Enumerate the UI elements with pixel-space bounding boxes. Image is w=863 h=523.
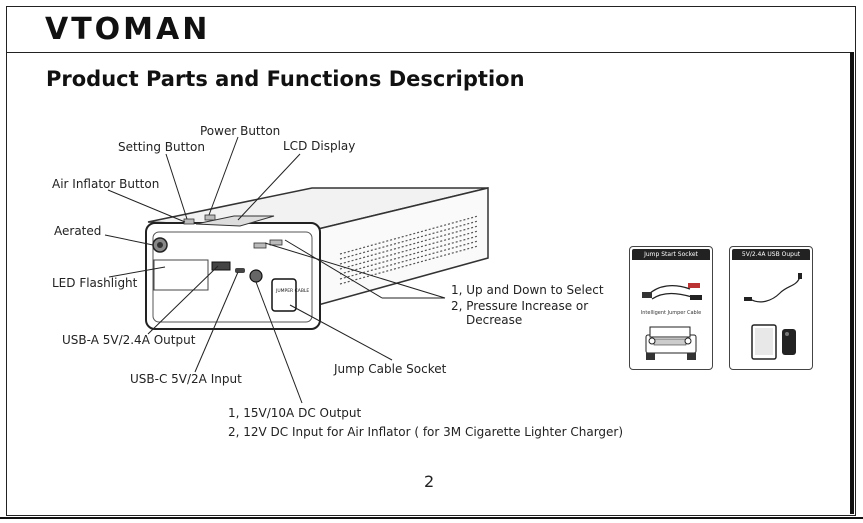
page-frame [6,6,856,516]
label-up-down-1: 1, Up and Down to Select [451,283,604,297]
usb-devices-image [744,273,802,360]
label-led-flashlight: LED Flashlight [52,276,138,290]
setting-button-shape [183,218,195,225]
page-number: 2 [424,472,435,491]
label-dc-output: 1, 15V/10A DC Output [228,406,362,420]
label-jump-cable-socket: Jump Cable Socket [334,362,447,376]
power-button-shape [204,214,216,221]
label-up-down-3: Decrease [466,313,523,327]
lcd-display-shape [195,215,275,227]
card-usb-output-header: 5V/2.4A USB Ouput [732,249,810,260]
label-aerated: Aerated [54,224,102,238]
header-divider [6,52,853,53]
jump-cable-socket-shape [271,278,297,312]
label-dc-input: 2, 12V DC Input for Air Inflator ( for 3… [228,425,624,439]
label-usb-c: USB-C 5V/2A Input [130,372,242,386]
device-badge-text: JUMPER CABLE [275,288,309,294]
brand-logo: VTOMAN [45,12,211,47]
label-setting-button: Setting Button [118,140,205,154]
usb-a-port-shape [211,261,231,271]
label-power-button: Power Button [200,124,281,138]
leader-lines [104,136,446,404]
usb-c-port-shape [235,268,245,273]
label-air-inflator-button: Air Inflator Button [52,177,160,191]
card-jump-start-socket: Jump Start Socket Intelligent Jumper Cab… [629,246,713,370]
card-usb-output: 5V/2.4A USB Ouput [729,246,813,370]
jumper-cable-image [642,283,702,360]
label-usb-a: USB-A 5V/2.4A Output [62,333,196,347]
page-title: Product Parts and Functions Description [46,67,525,91]
dc-port-shape [249,269,263,283]
card-jump-start-header: Jump Start Socket [632,249,710,260]
right-edge-bar [850,52,854,514]
led-flashlight-shape [153,259,209,291]
card-jump-start-caption: Intelligent Jumper Cable [640,310,702,316]
label-up-down-2: 2, Pressure Increase or [451,299,589,313]
bottom-divider [0,517,863,519]
label-lcd-display: LCD Display [283,139,356,153]
